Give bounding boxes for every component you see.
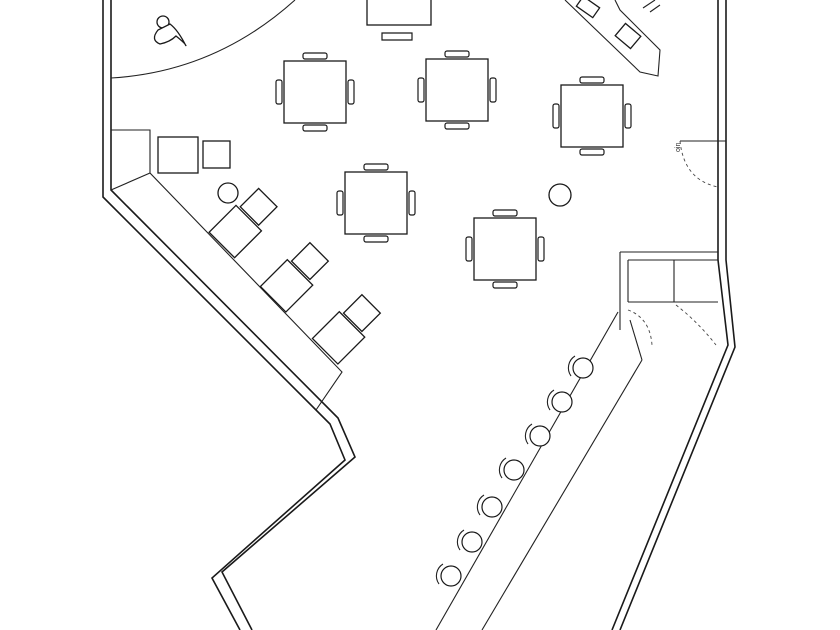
door-sign-label: oin — [675, 143, 682, 152]
lounge-seating — [157, 136, 382, 365]
chair — [275, 79, 283, 105]
round-stool — [548, 183, 572, 207]
chair — [347, 79, 355, 105]
back-room — [619, 251, 719, 346]
chair — [363, 235, 389, 243]
bar-stool — [498, 457, 525, 481]
chair — [302, 52, 328, 60]
chair — [363, 163, 389, 171]
chair — [444, 50, 470, 58]
chair — [492, 209, 518, 217]
stage-curve — [110, 0, 296, 79]
chair — [489, 77, 497, 103]
entrance-door: oin — [675, 140, 726, 188]
left-bench-area — [110, 129, 343, 411]
chair — [302, 124, 328, 132]
chair — [417, 77, 425, 103]
bar-stool — [476, 494, 503, 518]
chair — [552, 103, 560, 129]
person-figure — [153, 15, 187, 47]
bar-stool — [456, 529, 483, 553]
chair — [537, 236, 545, 262]
chair — [492, 281, 518, 289]
top-right-counter — [564, 0, 661, 77]
chair — [465, 236, 473, 262]
bar-stool — [567, 355, 594, 379]
table-group — [275, 50, 632, 289]
bar-stool — [524, 423, 551, 447]
chair — [336, 190, 344, 216]
chair — [444, 122, 470, 130]
chair — [624, 103, 632, 129]
top-table — [366, 0, 432, 41]
bar-stool — [546, 389, 573, 413]
chair — [579, 76, 605, 84]
bar-stool — [435, 563, 462, 587]
chair — [579, 148, 605, 156]
bar-counter — [435, 311, 643, 630]
chair — [408, 190, 416, 216]
